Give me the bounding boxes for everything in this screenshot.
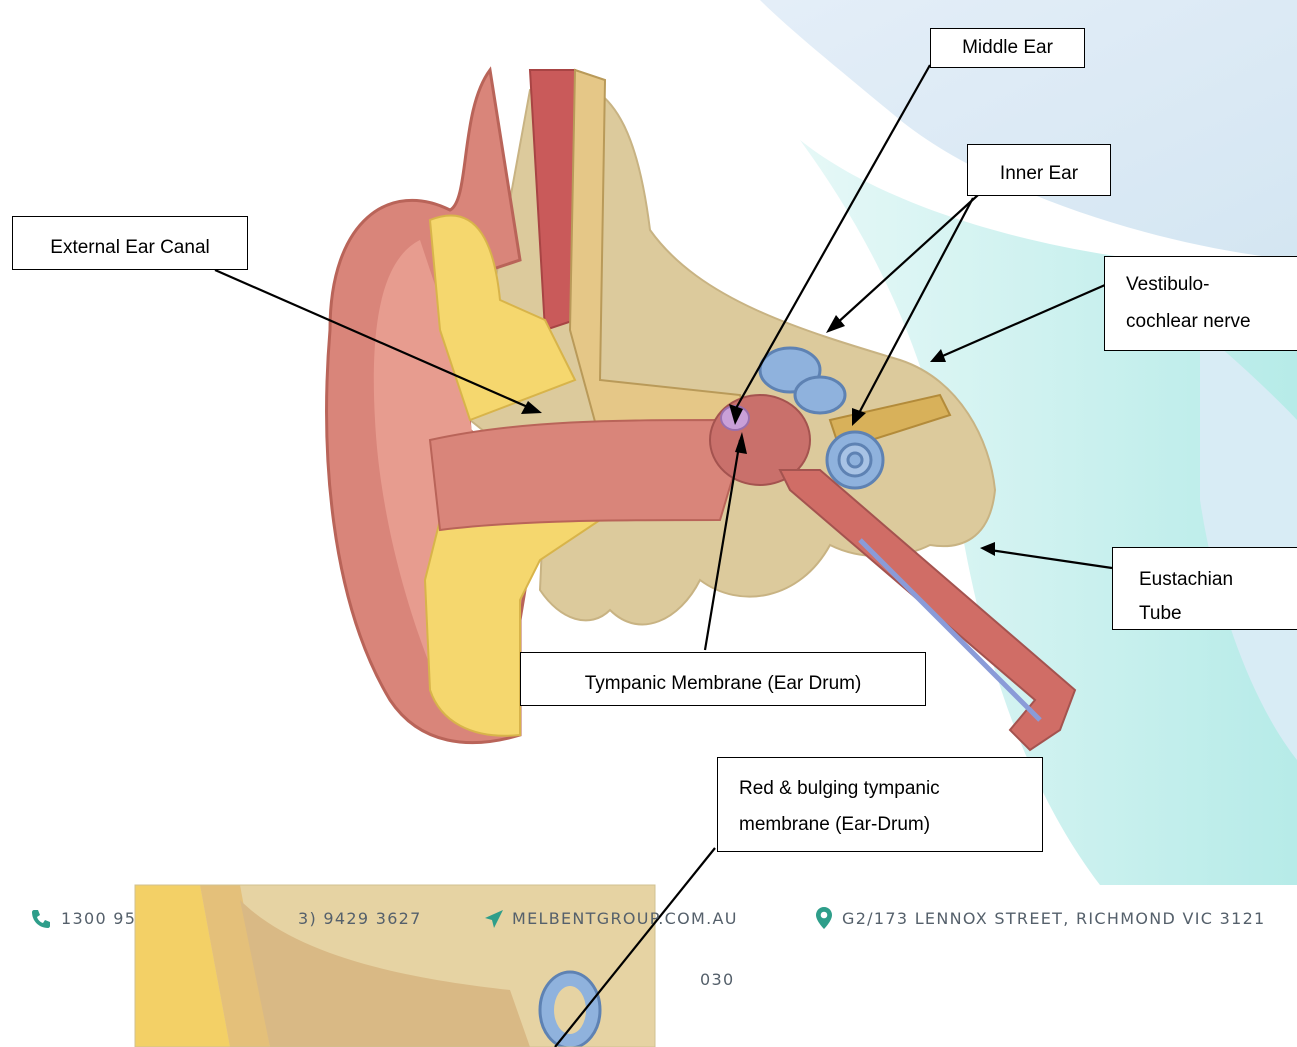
pointer-inner-ear-a [835,195,978,325]
send-arrow-icon [483,908,505,930]
label-red-bulging-line2: membrane (Ear-Drum) [739,807,1042,843]
label-red-bulging-line1: Red & bulging tympanic [739,771,1042,807]
footer-website[interactable]: MELBENTGROUP.COM.AU [512,909,738,928]
pointer-vestibulocochlear [938,285,1105,358]
pointer-eustachian [990,550,1112,568]
map-pin-icon [815,906,833,930]
label-eustachian-line2: Tube [1139,597,1297,630]
label-vestibulocochlear-line1: Vestibulo- [1126,266,1297,303]
label-tympanic-membrane-text: Tympanic Membrane (Ear Drum) [521,668,925,700]
label-vestibulocochlear-line2: cochlear nerve [1126,303,1297,340]
label-eustachian-line1: Eustachian [1139,563,1297,597]
footer-address: G2/173 LENNOX STREET, RICHMOND VIC 3121 [842,909,1266,928]
label-middle-ear: Middle Ear [930,28,1085,68]
label-middle-ear-text: Middle Ear [931,32,1084,64]
label-inner-ear: Inner Ear [967,144,1111,196]
label-external-ear-canal: External Ear Canal [12,216,248,270]
phone-icon [30,908,52,930]
label-vestibulocochlear-nerve: Vestibulo- cochlear nerve [1104,256,1297,351]
label-red-bulging-ear-drum: Red & bulging tympanic membrane (Ear-Dru… [717,757,1043,852]
arrowhead-eustachian [980,542,995,556]
footer-partial-text: 030 [700,970,734,989]
label-eustachian-tube: Eustachian Tube [1112,547,1297,630]
label-external-ear-canal-text: External Ear Canal [13,232,247,264]
label-tympanic-membrane: Tympanic Membrane (Ear Drum) [520,652,926,706]
footer-fax[interactable]: 3) 9429 3627 [298,909,422,928]
footer-phone[interactable]: 1300 95 [61,909,136,928]
external-ear-canal [430,420,735,530]
label-inner-ear-text: Inner Ear [968,158,1110,190]
